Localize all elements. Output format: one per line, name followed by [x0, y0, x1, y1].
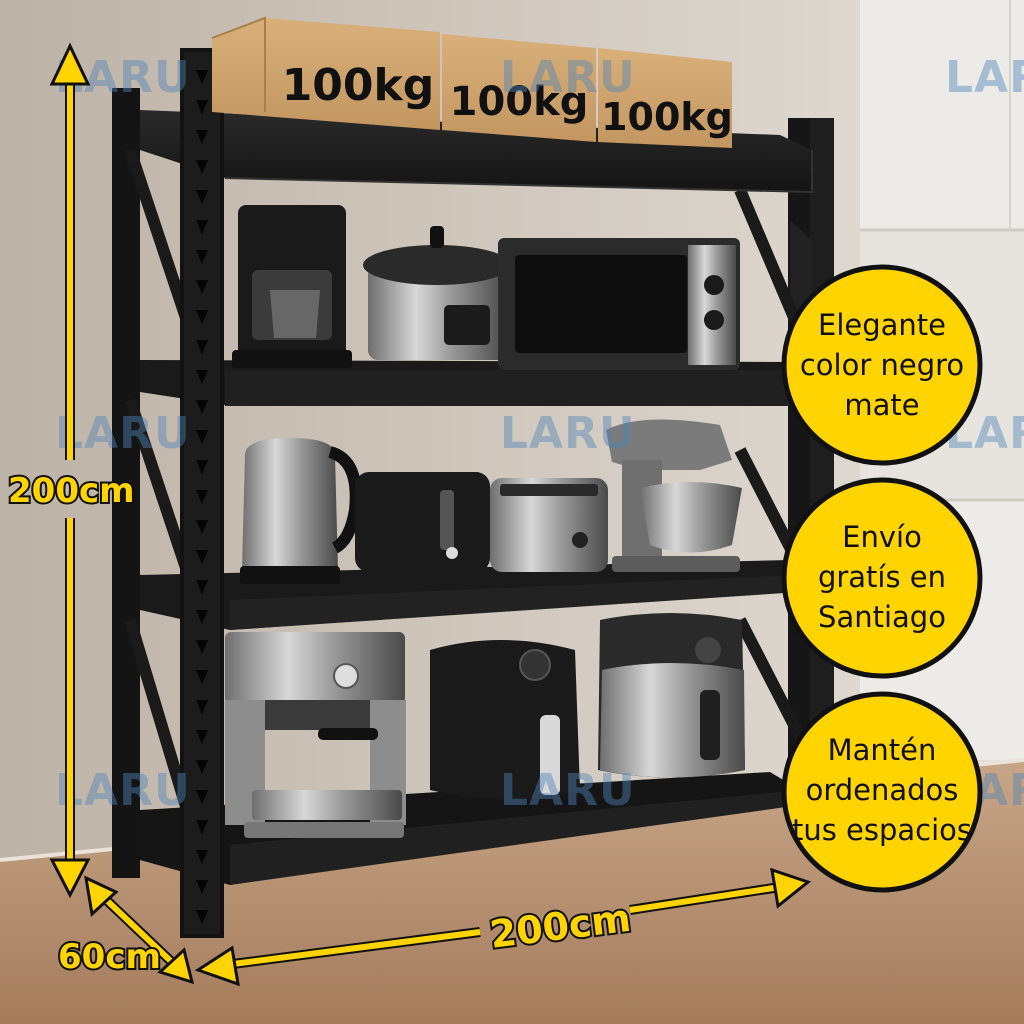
microwave — [498, 238, 740, 370]
height-label: 200cm — [8, 471, 135, 511]
espresso-machine — [225, 632, 406, 838]
rice-cooker — [363, 226, 511, 360]
watermark: LARU — [500, 408, 636, 459]
boxes: 100kg 100kg 100kg — [211, 16, 733, 148]
box-1-label: 100kg — [282, 60, 435, 111]
arrow-diagonal-down-icon — [157, 947, 195, 985]
front-post — [180, 48, 224, 938]
feature-badge-2: Envío gratís en Santiago — [781, 477, 983, 679]
depth-dimension: 60cm — [56, 875, 195, 985]
arrow-up-icon — [49, 42, 91, 86]
box-1: 100kg — [211, 16, 440, 130]
height-dimension: 200cm — [6, 42, 137, 899]
shelf-2 — [140, 360, 812, 406]
coffee-maker — [232, 205, 352, 368]
watermark: LARU — [945, 52, 1024, 103]
air-fryer-black — [430, 640, 580, 799]
badge-3-line-1: Mantén — [828, 733, 937, 767]
badge-1-line-3: mate — [844, 388, 919, 422]
box-3: 100kg — [598, 48, 733, 148]
stand-mixer — [606, 419, 742, 572]
watermark: LARU — [500, 52, 636, 103]
badge-2-line-2: gratís en — [818, 560, 946, 594]
badge-2-line-1: Envío — [842, 520, 922, 554]
arrow-left-icon — [194, 945, 240, 987]
toaster-black — [355, 472, 490, 572]
arrow-right-icon — [770, 867, 812, 909]
watermark: LARU — [55, 408, 191, 459]
toaster-steel — [490, 478, 608, 572]
box-2-label: 100kg — [450, 79, 589, 125]
arrow-diagonal-up-icon — [84, 875, 119, 917]
watermark: LARU — [55, 765, 191, 816]
watermark: LARU — [500, 765, 636, 816]
badge-3-line-3: tus espacios — [792, 813, 972, 847]
box-3-label: 100kg — [601, 95, 733, 139]
shelving-unit — [112, 48, 834, 938]
feature-badge-1: Elegante color negro mate — [781, 264, 983, 466]
box-2: 100kg — [442, 34, 596, 142]
badge-3-line-2: ordenados — [806, 773, 959, 807]
badge-1-line-2: color negro — [800, 348, 964, 382]
kettle — [240, 438, 362, 584]
badge-1-line-1: Elegante — [818, 308, 946, 342]
air-fryer-steel — [598, 613, 745, 778]
feature-badge-3: Mantén ordenados tus espacios — [781, 691, 983, 893]
badge-2-line-3: Santiago — [818, 600, 946, 634]
depth-label: 60cm — [58, 937, 161, 977]
arrow-down-icon — [49, 858, 91, 899]
